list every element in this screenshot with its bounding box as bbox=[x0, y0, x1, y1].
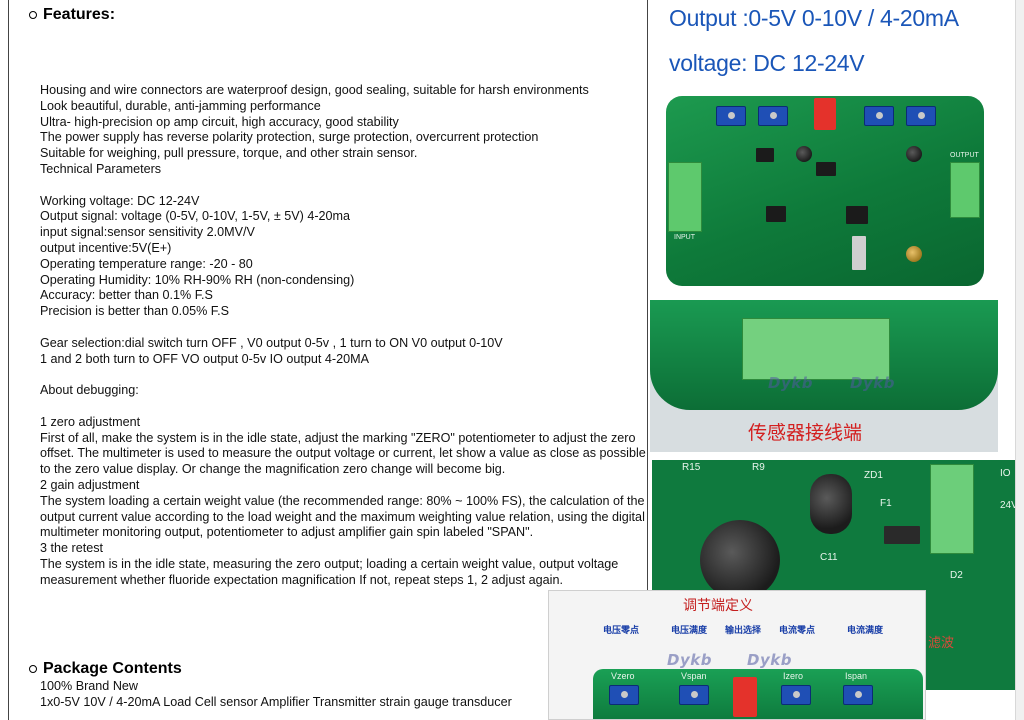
potentiometer-icon bbox=[758, 106, 788, 126]
retest-text: The system is in the idle state, measuri… bbox=[40, 556, 619, 587]
adjust-title: 调节端定义 bbox=[683, 598, 753, 614]
input-terminal-icon bbox=[742, 318, 890, 380]
feature-line: Look beautiful, durable, anti-jamming pe… bbox=[40, 98, 321, 113]
capacitor-icon bbox=[810, 474, 852, 534]
fuse-icon bbox=[884, 526, 920, 544]
retest-title: 3 the retest bbox=[40, 541, 104, 556]
potentiometer-icon bbox=[843, 685, 873, 705]
package-heading: Package Contents bbox=[29, 660, 182, 678]
chip-icon bbox=[756, 148, 774, 162]
watermark-text: Dykb bbox=[768, 374, 813, 392]
chip-icon bbox=[816, 162, 836, 176]
watermark-text: Dykb bbox=[850, 374, 895, 392]
component-label: IO bbox=[1000, 468, 1011, 479]
package-line: 100% Brand New bbox=[40, 679, 139, 693]
terminal-icon bbox=[930, 464, 974, 554]
package-line: 1x0-5V 10V / 4-20mA Load Cell sensor Amp… bbox=[40, 694, 512, 709]
input-terminal-icon bbox=[668, 162, 702, 232]
watermark-text: Dykb bbox=[667, 651, 712, 669]
product-image-sensor-terminal: Dykb Dykb 传感器接线端 bbox=[650, 300, 998, 452]
adjust-label: 电压满度 bbox=[671, 626, 708, 636]
potentiometer-icon bbox=[609, 685, 639, 705]
spec-output-text: Output :0-5V 0-10V / 4-20mA bbox=[669, 5, 959, 31]
chip-icon bbox=[846, 206, 868, 224]
feature-line: Technical Parameters bbox=[40, 161, 162, 176]
features-title: Features: bbox=[43, 6, 116, 23]
capacitor-icon bbox=[906, 246, 922, 262]
package-title: Package Contents bbox=[43, 660, 182, 677]
regulator-icon bbox=[852, 236, 866, 270]
pot-label: Izero bbox=[783, 671, 804, 681]
feature-line: Suitable for weighing, pull pressure, to… bbox=[40, 146, 418, 161]
page-scrollbar[interactable] bbox=[1015, 0, 1024, 720]
potentiometer-icon bbox=[781, 685, 811, 705]
adjust-label: 电流满度 bbox=[847, 626, 884, 636]
bullet-icon bbox=[29, 665, 37, 673]
filter-text: 滤波 bbox=[928, 636, 955, 651]
component-label: R15 bbox=[682, 462, 701, 473]
adjust-label: 电压零点 bbox=[603, 626, 640, 636]
component-label: R9 bbox=[752, 462, 765, 473]
component-label: F1 bbox=[880, 498, 892, 509]
component-label: D2 bbox=[950, 570, 963, 581]
input-label: INPUT bbox=[674, 234, 695, 241]
dip-switch-icon bbox=[814, 98, 836, 130]
features-body: Housing and wire connectors are waterpro… bbox=[40, 83, 650, 589]
chip-icon bbox=[766, 206, 786, 222]
sensor-caption: 传感器接线端 bbox=[748, 422, 863, 444]
gear-line: Gear selection:dial switch turn OFF , V0… bbox=[40, 335, 503, 350]
capacitor-icon bbox=[796, 146, 812, 162]
product-description: Features: Housing and wire connectors ar… bbox=[8, 0, 648, 720]
gain-title: 2 gain adjustment bbox=[40, 477, 140, 492]
capacitor-icon bbox=[906, 146, 922, 162]
parameter-line: input signal:sensor sensitivity 2.0MV/V bbox=[40, 225, 255, 240]
pot-label: Vzero bbox=[611, 671, 635, 681]
pcb-board: INPUT OUTPUT bbox=[666, 96, 984, 286]
bullet-icon bbox=[29, 11, 37, 19]
parameter-line: Working voltage: DC 12-24V bbox=[40, 193, 200, 208]
parameter-line: Operating temperature range: -20 - 80 bbox=[40, 256, 253, 271]
pcb-closeup: Vzero Vspan Izero Ispan bbox=[593, 669, 923, 719]
gain-text: The system loading a certain weight valu… bbox=[40, 493, 645, 540]
pot-label: Ispan bbox=[845, 671, 868, 681]
potentiometer-icon bbox=[679, 685, 709, 705]
output-label: OUTPUT bbox=[950, 152, 979, 159]
potentiometer-icon bbox=[716, 106, 746, 126]
parameter-line: output incentive:5V(E+) bbox=[40, 240, 172, 255]
component-label: 24V bbox=[1000, 500, 1018, 511]
parameter-line: Accuracy: better than 0.1% F.S bbox=[40, 288, 213, 303]
component-label: C11 bbox=[820, 552, 838, 563]
zero-title: 1 zero adjustment bbox=[40, 414, 141, 429]
watermark-text: Dykb bbox=[747, 651, 792, 669]
parameter-line: Operating Humidity: 10% RH-90% RH (non-c… bbox=[40, 272, 355, 287]
potentiometer-icon bbox=[906, 106, 936, 126]
feature-line: Housing and wire connectors are waterpro… bbox=[40, 83, 589, 97]
parameter-line: Output signal: voltage (0-5V, 0-10V, 1-5… bbox=[40, 209, 351, 224]
features-heading: Features: bbox=[29, 6, 115, 24]
debugging-title: About debugging: bbox=[40, 383, 139, 398]
component-label: ZD1 bbox=[864, 470, 883, 481]
potentiometer-icon bbox=[864, 106, 894, 126]
feature-line: The power supply has reverse polarity pr… bbox=[40, 130, 539, 145]
package-body: 100% Brand New 1x0-5V 10V / 4-20mA Load … bbox=[40, 679, 512, 711]
feature-line: Ultra- high-precision op amp circuit, hi… bbox=[40, 114, 399, 129]
gear-line: 1 and 2 both turn to OFF VO output 0-5v … bbox=[40, 351, 370, 366]
spec-voltage-text: voltage: DC 12-24V bbox=[669, 50, 865, 76]
output-terminal-icon bbox=[950, 162, 980, 218]
adjust-label: 输出选择 bbox=[725, 626, 762, 636]
product-image-adjust-definition: 调节端定义 电压零点 电压满度 输出选择 电流零点 电流满度 Dykb Dykb… bbox=[548, 590, 926, 720]
pot-label: Vspan bbox=[681, 671, 707, 681]
zero-text: First of all, make the system is in the … bbox=[40, 430, 646, 477]
product-image-board: Output :0-5V 0-10V / 4-20mA voltage: DC … bbox=[652, 0, 1007, 300]
adjust-label: 电流零点 bbox=[779, 626, 816, 636]
capacitor-icon bbox=[700, 520, 780, 600]
parameter-line: Precision is better than 0.05% F.S bbox=[40, 304, 230, 319]
dip-switch-icon bbox=[733, 677, 757, 717]
